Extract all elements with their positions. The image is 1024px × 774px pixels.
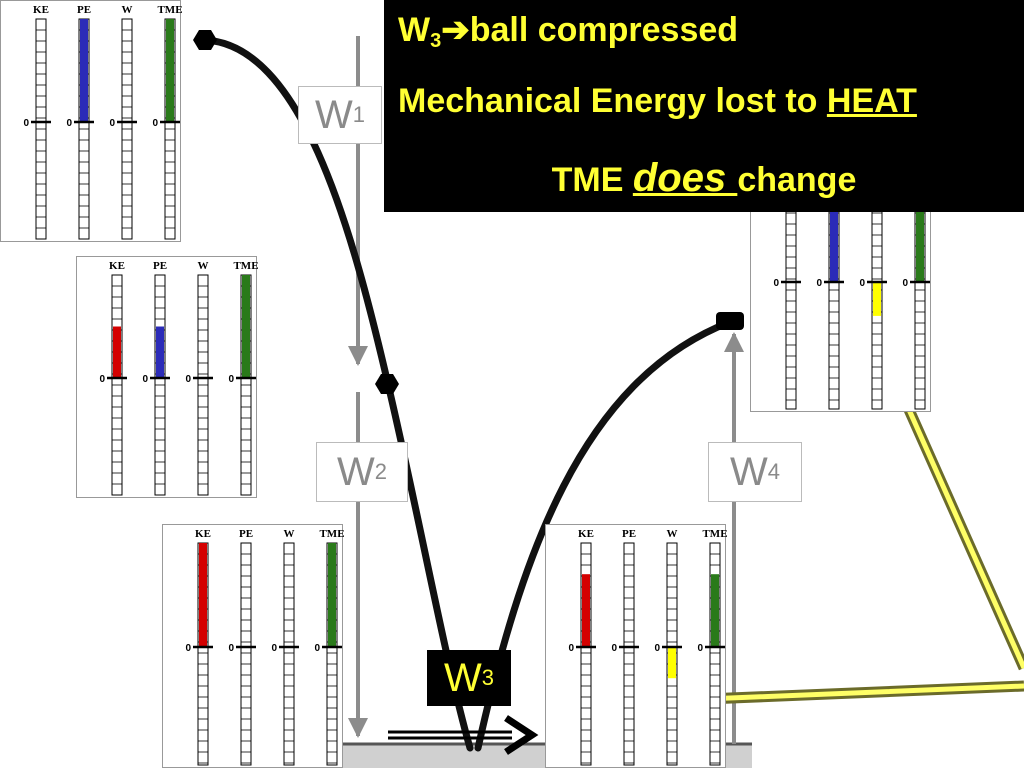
- column-header-ke: KE: [109, 260, 125, 272]
- bar-pe: [156, 326, 164, 378]
- compression-arrow-head: [504, 715, 539, 755]
- zero-label: 0: [185, 374, 191, 385]
- zero-label: 0: [99, 374, 105, 385]
- zero-label: 0: [228, 374, 234, 385]
- column-pe: [240, 542, 252, 766]
- column-header-pe: PE: [153, 260, 167, 272]
- zero-label: 0: [816, 278, 822, 289]
- zero-label: 0: [859, 278, 865, 289]
- column-header-pe: PE: [622, 528, 636, 540]
- zero-label: 0: [152, 118, 158, 129]
- zero-label: 0: [611, 643, 617, 654]
- column-header-w: W: [122, 4, 133, 16]
- zero-label: 0: [142, 374, 148, 385]
- column-tme: [709, 542, 721, 766]
- callout-box: W3➔ball compressed Mechanical Energy los…: [384, 0, 1024, 212]
- bar-tme: [711, 574, 719, 647]
- energy-chart-mid-drop: KE 0 PE 0 W 0 TME 0: [76, 256, 259, 498]
- callout-line-3: TME does change: [551, 156, 857, 200]
- energy-chart-top-of-drop-graphic: KE 0 PE 0 W 0 TME 0: [23, 4, 183, 240]
- bar-ke: [199, 543, 207, 647]
- bar-ke: [582, 574, 590, 647]
- column-header-pe: PE: [77, 4, 91, 16]
- bar-w: [873, 282, 881, 316]
- energy-chart-top-of-drop: KE 0 PE 0 W 0 TME 0: [0, 0, 183, 242]
- bar-ke: [113, 326, 121, 378]
- heat-word: HEAT: [826, 82, 917, 120]
- bar-pe: [830, 202, 838, 282]
- column-header-ke: KE: [578, 528, 594, 540]
- bar-pe: [80, 19, 88, 122]
- column-header-w: W: [198, 260, 209, 272]
- zero-label: 0: [314, 643, 320, 654]
- ball-position-top: [193, 30, 217, 50]
- zero-label: 0: [271, 643, 277, 654]
- column-header-pe: PE: [239, 528, 253, 540]
- column-header-w: W: [284, 528, 295, 540]
- bar-w: [668, 647, 676, 679]
- bar-tme: [242, 275, 250, 378]
- zero-label: 0: [697, 643, 703, 654]
- energy-chart-bottom-before-impact-graphic: KE 0 PE 0 W 0 TME 0: [185, 528, 345, 766]
- column-w: [283, 542, 295, 766]
- energy-chart-mid-drop-graphic: KE 0 PE 0 W 0 TME 0: [99, 260, 259, 496]
- does-word: does: [632, 156, 738, 200]
- energy-chart-bottom: KE 0 PE 0 W 0 TME 0: [162, 524, 345, 768]
- column-ke: [580, 542, 592, 766]
- zero-label: 0: [773, 278, 779, 289]
- ball-position-mid: [375, 374, 399, 394]
- column-header-w: W: [667, 528, 678, 540]
- bar-tme: [328, 543, 336, 647]
- zero-label: 0: [185, 643, 191, 654]
- zero-label: 0: [654, 643, 660, 654]
- callout-line-2: Mechanical Energy lost to HEAT: [398, 82, 917, 120]
- column-header-ke: KE: [33, 4, 49, 16]
- zero-label: 0: [568, 643, 574, 654]
- column-header-tme: TME: [157, 4, 182, 16]
- column-header-tme: TME: [319, 528, 344, 540]
- column-header-tme: TME: [702, 528, 727, 540]
- zero-label: 0: [228, 643, 234, 654]
- zero-label: 0: [109, 118, 115, 129]
- column-header-tme: TME: [233, 260, 258, 272]
- zero-label: 0: [66, 118, 72, 129]
- bar-tme: [916, 202, 924, 282]
- energy-chart-ball-compressed-graphic: KE 0 PE 0 W 0 TME 0: [568, 528, 728, 766]
- energy-chart-compressed: KE 0 PE 0 W 0 TME 0: [545, 524, 728, 768]
- bar-tme: [166, 19, 174, 122]
- arrow-right-icon: ➔: [441, 11, 470, 49]
- zero-label: 0: [902, 278, 908, 289]
- callout-line-1: W3➔ball compressed: [398, 11, 739, 52]
- column-header-ke: KE: [195, 528, 211, 540]
- zero-label: 0: [23, 118, 29, 129]
- column-pe: [623, 542, 635, 766]
- ball-position-bounce-top: [716, 312, 744, 330]
